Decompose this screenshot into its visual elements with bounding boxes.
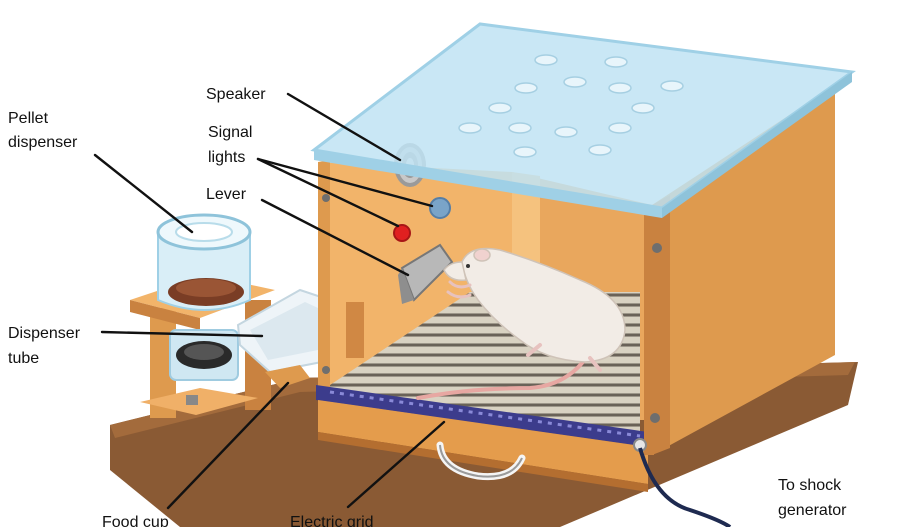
dispenser-tube xyxy=(236,288,334,388)
signal-light-red xyxy=(393,224,411,242)
label-signal-lights: Signal lights xyxy=(208,124,257,166)
label-shock-generator: To shock generator xyxy=(778,477,847,519)
label-food-cup: Food cup xyxy=(102,514,169,527)
signal-light-blue xyxy=(429,197,451,219)
label-dispenser-tube: Dispenser tube xyxy=(8,325,84,367)
glass-top xyxy=(310,22,856,218)
label-speaker: Speaker xyxy=(206,86,266,103)
label-electric-grid: Electric grid xyxy=(290,514,374,527)
lever xyxy=(398,243,454,304)
leader-lines xyxy=(93,92,446,510)
rat-tail xyxy=(416,350,592,400)
label-pellet-dispenser: Pellet dispenser xyxy=(8,110,78,151)
rat xyxy=(416,247,626,400)
label-lever: Lever xyxy=(206,186,247,203)
chamber xyxy=(310,22,856,492)
shock-cable xyxy=(638,447,732,527)
